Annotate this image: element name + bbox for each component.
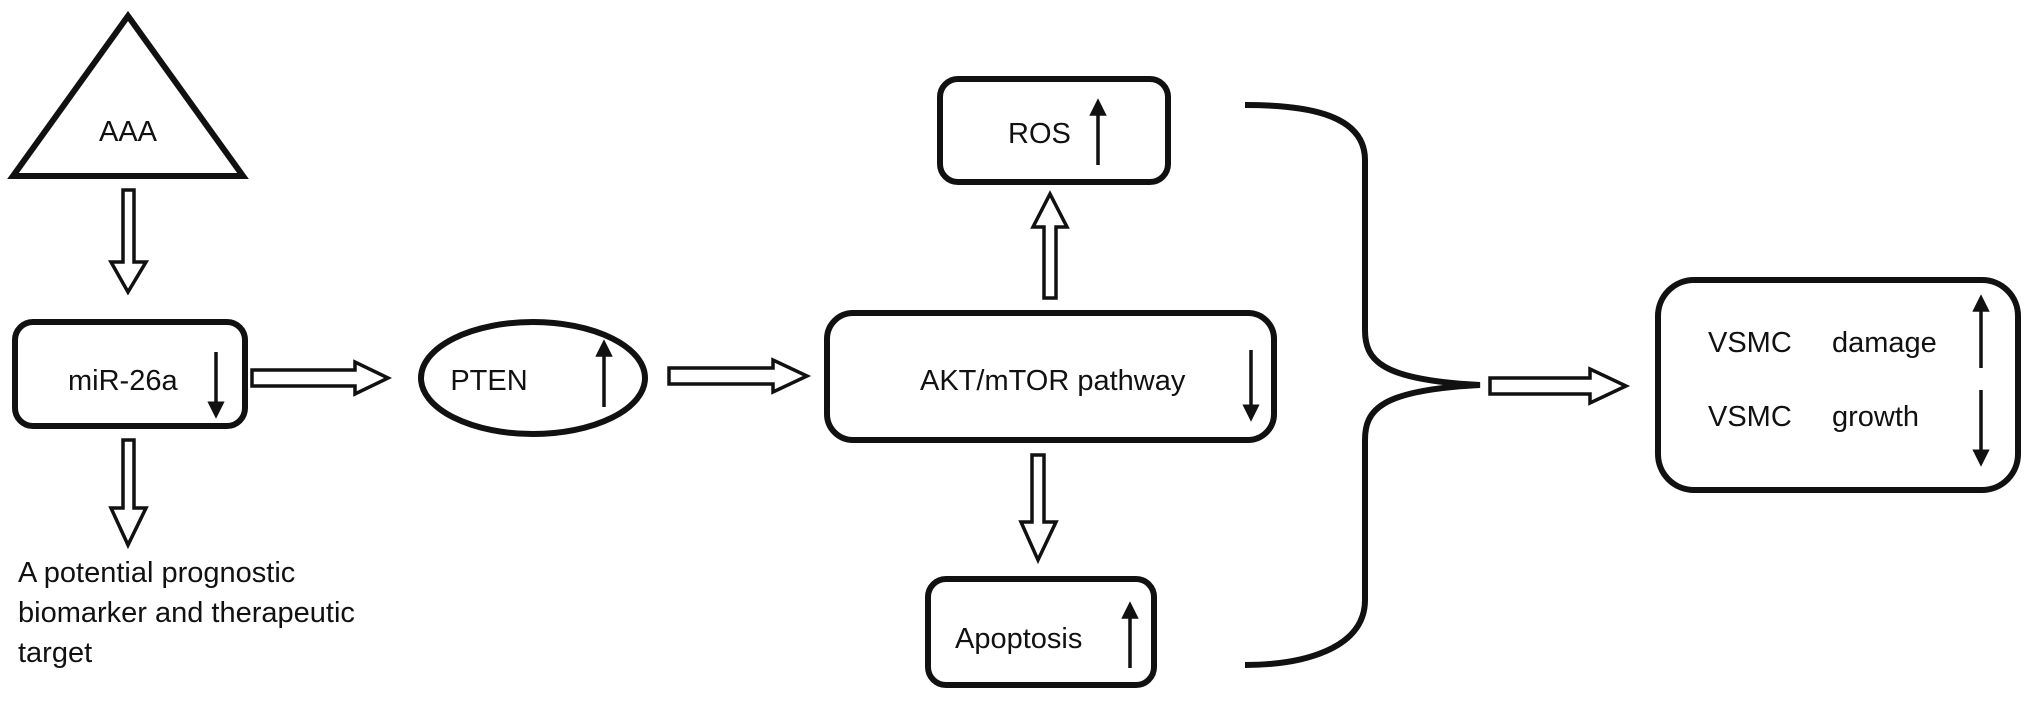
pten-label: PTEN xyxy=(450,365,527,397)
arrow-pten-to-akt xyxy=(667,357,812,395)
arrow-mir26a-to-note xyxy=(108,438,149,550)
arrow-akt-to-apoptosis xyxy=(1018,453,1059,565)
note-line-3: target xyxy=(18,637,93,669)
merge-bracket xyxy=(1244,102,1481,668)
aaa-label: AAA xyxy=(99,116,158,148)
arrow-aaa-to-mir26a xyxy=(107,188,150,296)
note-line-2: biomarker and therapeutic xyxy=(18,597,355,629)
vsmc-growth-cell-label: VSMC xyxy=(1708,401,1792,433)
ros-label: ROS xyxy=(1008,118,1071,150)
akt-mtor-node: AKT/mTOR pathway xyxy=(824,310,1277,443)
prognostic-note: A potential prognostic biomarker and the… xyxy=(18,553,438,673)
apoptosis-label: Apoptosis xyxy=(955,623,1082,655)
ros-node: ROS xyxy=(937,76,1171,185)
arrow-mir26a-to-pten xyxy=(250,359,393,397)
akt-mtor-label: AKT/mTOR pathway xyxy=(920,365,1186,397)
vsmc-outcomes-node: VSMC damage VSMC growth xyxy=(1655,277,2021,493)
arrow-bracket-to-vsmc xyxy=(1488,366,1631,406)
mir26a-label: miR-26a xyxy=(68,365,178,397)
vsmc-growth-label: growth xyxy=(1832,401,1919,433)
note-line-1: A potential prognostic xyxy=(18,557,296,589)
aaa-node: AAA xyxy=(7,10,249,179)
vsmc-damage-label: damage xyxy=(1832,327,1937,359)
mir26a-node: miR-26a xyxy=(12,319,248,429)
apoptosis-node: Apoptosis xyxy=(925,576,1157,688)
pten-node: PTEN xyxy=(418,319,648,437)
vsmc-damage-cell-label: VSMC xyxy=(1708,327,1792,359)
arrow-akt-to-ros xyxy=(1030,190,1070,300)
